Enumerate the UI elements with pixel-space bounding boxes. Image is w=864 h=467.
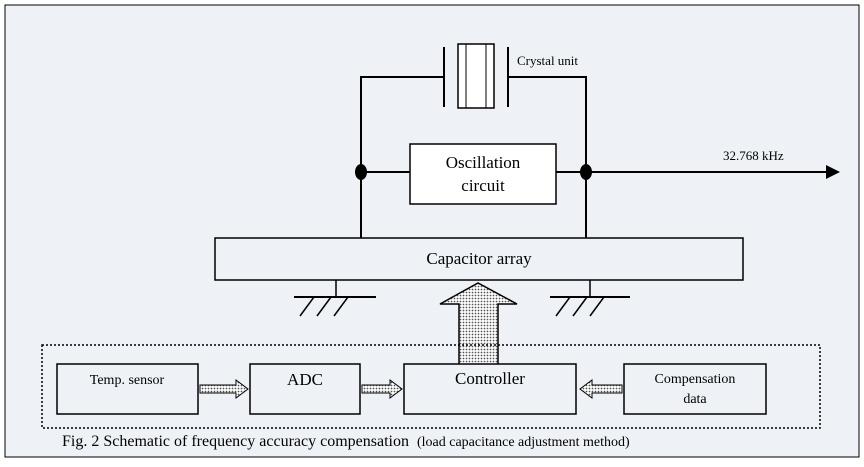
compensation-block-border [41, 344, 821, 429]
circuit-wires [360, 76, 826, 240]
ground-symbol-left [294, 280, 376, 317]
caption-main: Fig. 2 Schematic of frequency accuracy c… [62, 433, 409, 450]
ground-symbol-right [550, 280, 630, 317]
control-arrow-up [439, 282, 518, 369]
controller-box [403, 363, 577, 415]
caption-sub: (load capacitance adjustment method) [417, 435, 630, 450]
junction-right [580, 164, 592, 180]
crystal-unit-label: Crystal unit [517, 53, 578, 68]
output-arrowhead [826, 165, 840, 179]
compensation-data-label-line2: data [683, 392, 707, 407]
oscillation-circuit-label-line1: Oscillation [446, 153, 521, 172]
oscillation-circuit-box [409, 143, 557, 205]
temp-sensor-box [56, 363, 199, 415]
adc-label: ADC [287, 370, 323, 389]
arrow-data-to-controller [579, 379, 623, 399]
figure-caption: Fig. 2 Schematic of frequency accuracy c… [62, 433, 630, 450]
temp-sensor-label: Temp. sensor [90, 373, 165, 388]
arrow-temp-to-adc [199, 379, 249, 399]
oscillation-circuit-label-line2: circuit [461, 176, 505, 195]
compensation-data-label-line1: Compensation [655, 372, 736, 387]
capacitor-array-label: Capacitor array [426, 249, 532, 268]
arrow-adc-to-controller [361, 379, 403, 399]
compensation-data-box [623, 363, 767, 415]
junction-left [355, 164, 367, 180]
output-frequency-label: 32.768 kHz [723, 148, 784, 163]
capacitor-array-box [214, 237, 744, 281]
crystal-unit [443, 43, 509, 109]
adc-box [249, 363, 361, 415]
controller-label: Controller [455, 369, 525, 388]
